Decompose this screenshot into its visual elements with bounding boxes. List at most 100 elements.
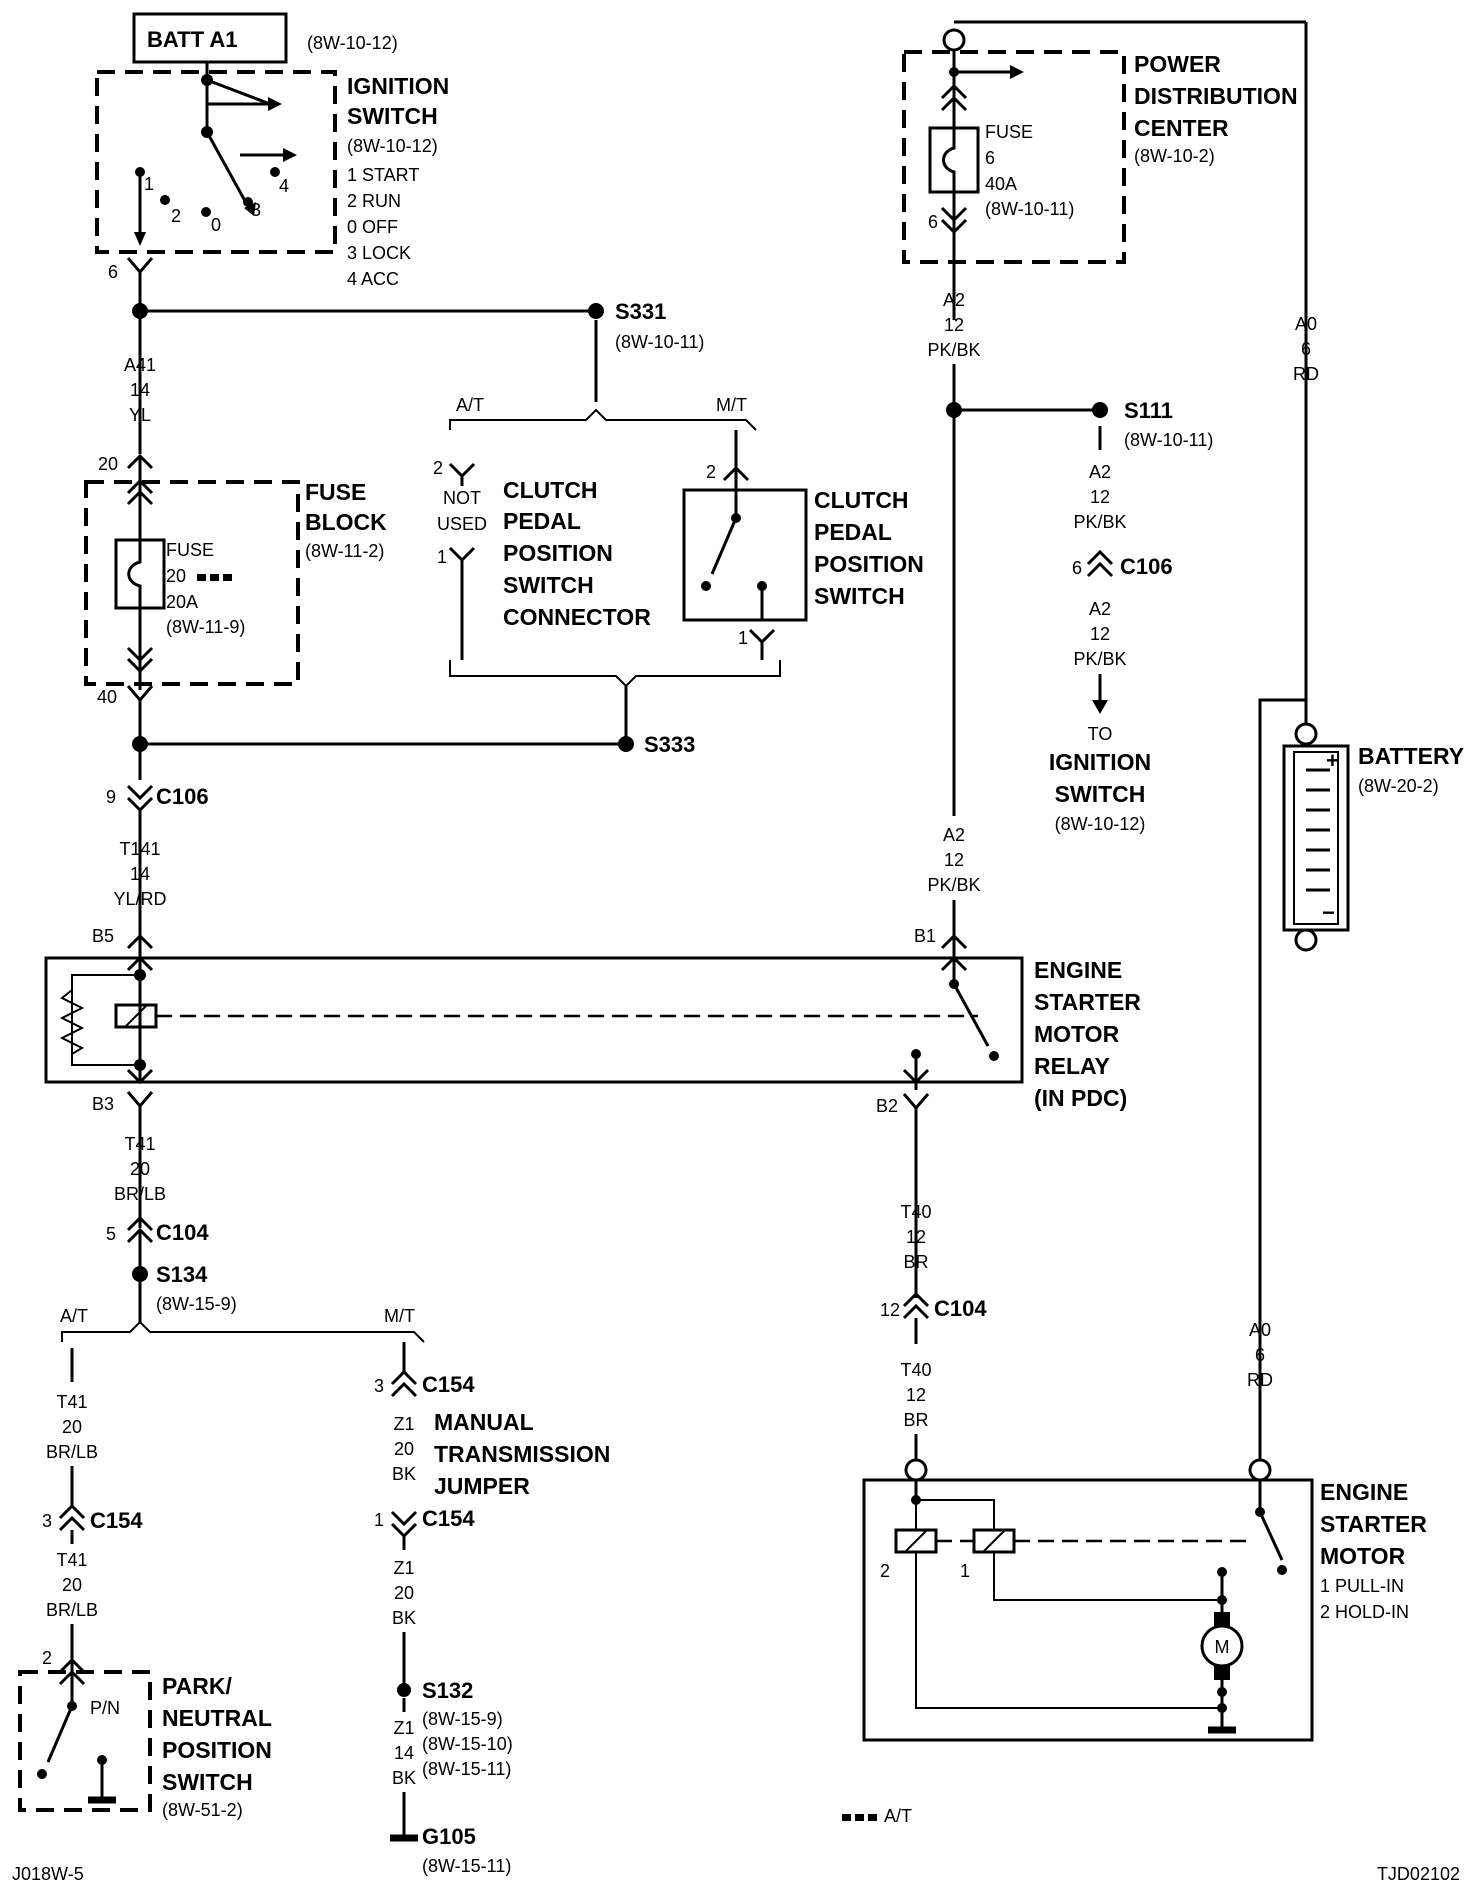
pin-label: 6 (1072, 558, 1082, 578)
park-neutral-position-switch: 2 P/N PARK/ NEUTRAL POSITION SWITCH (8W-… (18, 1648, 272, 1820)
wire-gauge: 20 (394, 1583, 414, 1603)
connector-icon (390, 1510, 418, 1527)
splice-s333: S333 (132, 732, 695, 757)
splice-label: S134 (156, 1262, 208, 1287)
relay-title: STARTER (1034, 989, 1141, 1015)
pin-label: B2 (876, 1096, 898, 1116)
terminal-icon (1248, 1458, 1272, 1482)
wire-code: A0 (1249, 1320, 1271, 1340)
ign-position-legend: 1 START (347, 165, 419, 185)
not-used: USED (437, 514, 487, 534)
wire-color: RD (1247, 1370, 1273, 1390)
wire-code: Z1 (393, 1718, 414, 1738)
clutch-conn-title: POSITION (503, 540, 613, 566)
clutch-pedal-position-switch: 2 1 CLUTCH PEDAL POSITION SWITCH (682, 430, 924, 660)
wire-code: T41 (56, 1392, 87, 1412)
ignition-switch-box (95, 70, 337, 254)
pin-label: B3 (92, 1094, 114, 1114)
fuse-label: FUSE (985, 122, 1033, 142)
ground-ref: (8W-15-11) (422, 1856, 511, 1876)
relay-title: ENGINE (1034, 957, 1122, 983)
pin-label: 1 (437, 547, 447, 567)
clutch-conn-title: CONNECTOR (503, 604, 651, 630)
arrow-icon (205, 72, 271, 106)
fuse-block: 20 FUSE 20 20A (8W-11-9) FUSE BLOCK (8W-… (84, 453, 387, 744)
connector-icon (58, 1503, 86, 1520)
wire-gauge: 6 (1301, 339, 1311, 359)
pn-title: NEUTRAL (162, 1705, 272, 1731)
mtj-title: MANUAL (434, 1409, 534, 1435)
fuse-block-ref: (8W-11-2) (305, 541, 384, 561)
wire-code: A2 (943, 825, 965, 845)
batt-a1-ref: (8W-10-12) (307, 33, 398, 53)
clutch-switch-title: SWITCH (814, 583, 905, 609)
pin-label: 12 (880, 1300, 900, 1320)
wire-gauge: 20 (62, 1575, 82, 1595)
battery-minus-icon: − (1322, 900, 1335, 925)
terminal-icon (904, 1458, 928, 1482)
relay-title: MOTOR (1034, 1021, 1120, 1047)
pin-label: 3 (42, 1511, 52, 1531)
fuse-label: FUSE (166, 540, 214, 560)
at-legend: A/T (842, 1806, 912, 1826)
coil-label: 1 (960, 1561, 970, 1581)
clutch-conn-title: PEDAL (503, 508, 581, 534)
pin-label: 3 (374, 1376, 384, 1396)
connector-icon (902, 1291, 930, 1308)
fuse-number: 20 (166, 566, 186, 586)
wire-color: BR/LB (46, 1600, 98, 1620)
connector-icon (126, 784, 154, 801)
wire-code: Z1 (393, 1558, 414, 1578)
pn-title: PARK/ (162, 1673, 232, 1699)
wire-gauge: 14 (394, 1743, 414, 1763)
wire-color: PK/BK (1073, 649, 1126, 669)
motor-symbol: M (1215, 1637, 1230, 1657)
ignition-switch-title: IGNITION (347, 73, 449, 99)
footer-right: TJD02102 (1377, 1864, 1460, 1884)
pin-label: 1 (374, 1510, 384, 1530)
pin-label: 6 (108, 262, 118, 282)
connector-icon (902, 1093, 930, 1111)
branch-mt: M/T (384, 1306, 415, 1326)
connector-label: C154 (422, 1372, 475, 1397)
arrow-down-icon (1092, 700, 1108, 714)
engine-starter-motor-relay: B5 B1 B3 B2 ENGINE STARTER MOTOR RELAY (… (44, 926, 1141, 1116)
fuse-amp: 40A (985, 174, 1017, 194)
wire-code: T40 (900, 1360, 931, 1380)
wire-color: PK/BK (927, 875, 980, 895)
connector-label: C104 (156, 1220, 209, 1245)
wire-code: A41 (124, 355, 156, 375)
wire-gauge: 12 (1090, 624, 1110, 644)
starter-title: MOTOR (1320, 1543, 1406, 1569)
splice-s331: S331 (8W-10-11) A/T M/T (132, 299, 757, 431)
manual-transmission-jumper: 3 C154 Z1 20 BK MANUAL TRANSMISSION JUMP… (374, 1342, 610, 1876)
clutch-switch-title: PEDAL (814, 519, 892, 545)
connector-label: C106 (156, 784, 209, 809)
starter-title: STARTER (1320, 1511, 1427, 1537)
connector-icon (1086, 549, 1114, 566)
pn-switch-box (18, 1670, 152, 1812)
pin-label: 2 (42, 1648, 52, 1668)
not-used: NOT (443, 488, 481, 508)
wire-color: BR (903, 1252, 928, 1272)
pin-label: 20 (98, 454, 118, 474)
wire-code: T41 (56, 1550, 87, 1570)
wire-color: RD (1293, 364, 1319, 384)
connector-icon (448, 462, 476, 479)
ignition-switch: BATT A1 (8W-10-12) 1 2 0 3 4 IGNITION SW… (95, 12, 449, 289)
resistor-icon (59, 989, 85, 1055)
wire-gauge: 20 (62, 1417, 82, 1437)
ign-position-legend: 2 RUN (347, 191, 401, 211)
splice-ref: (8W-15-9) (422, 1709, 503, 1729)
wire-gauge: 14 (130, 380, 150, 400)
at-legend-label: A/T (884, 1806, 912, 1826)
connector-label: C154 (90, 1508, 143, 1533)
pin-label: 5 (106, 1224, 116, 1244)
ign-pos-mark: 3 (251, 200, 261, 220)
engine-starter-motor: 2 1 M ENGINE STARTER MOTOR 1 PULL-IN 2 H… (862, 1458, 1427, 1742)
branch-bracket (61, 1320, 425, 1343)
relay-title: RELAY (1034, 1053, 1110, 1079)
pdc-title: POWER (1134, 51, 1221, 77)
connector-label: C154 (422, 1506, 475, 1531)
